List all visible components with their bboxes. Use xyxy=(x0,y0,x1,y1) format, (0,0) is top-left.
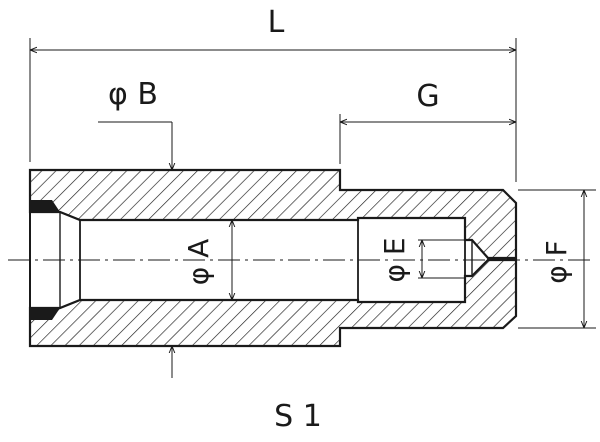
dimension-b: φ B xyxy=(98,77,172,378)
label-g: G xyxy=(416,79,439,114)
label-a: φ A xyxy=(182,239,215,286)
section-upper-wall xyxy=(28,168,518,260)
dimension-g: G xyxy=(339,79,516,164)
drawing-caption: S 1 xyxy=(274,399,322,434)
label-l: L xyxy=(268,5,285,40)
dimension-l: L xyxy=(29,5,517,182)
label-f: φ F xyxy=(540,240,573,283)
dimension-e: φ E xyxy=(378,237,466,283)
section-lower-wall xyxy=(28,258,518,348)
label-b: φ B xyxy=(108,77,158,112)
dimension-f: φ F xyxy=(518,189,596,329)
dimension-a: φ A xyxy=(182,220,232,300)
label-e: φ E xyxy=(378,237,411,282)
